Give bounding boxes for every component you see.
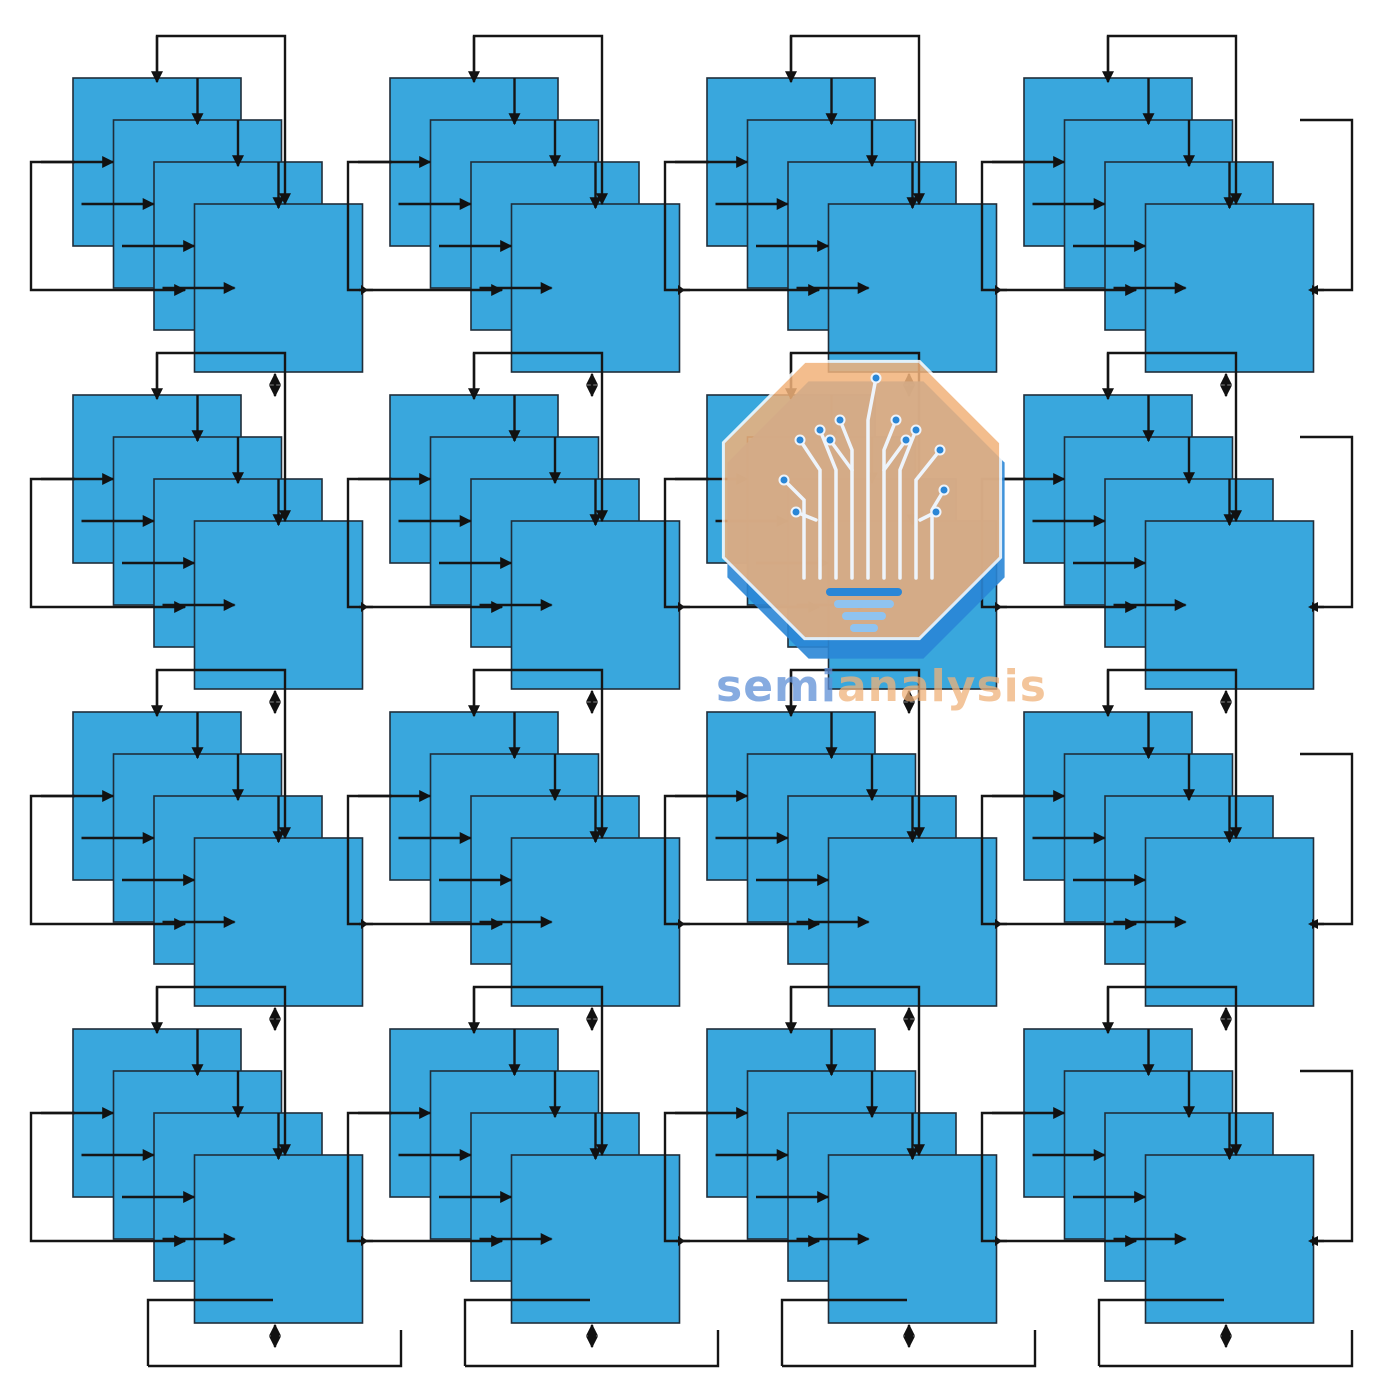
circuit-node (870, 372, 882, 384)
circuit-tree-lightbulb-icon (778, 372, 950, 632)
circuit-node (900, 434, 912, 446)
left-loop-link (29, 794, 187, 930)
node-stack-r4-c3 (706, 1028, 998, 1324)
stack-loop-link (1106, 34, 1242, 206)
circuit-trace (838, 418, 854, 580)
wrap-bottom-return (782, 1330, 1037, 1368)
node-stack-r1-c1 (72, 77, 364, 373)
left-loop-link (663, 794, 821, 930)
node-stack-r1-c4 (1023, 77, 1315, 373)
left-loop-link (346, 1111, 504, 1247)
connection-wires (29, 34, 1354, 1368)
left-loop-link (346, 477, 504, 613)
wrap-right-link (1300, 435, 1354, 609)
node-stack-r3-c3 (706, 711, 998, 1007)
watermark-badge (721, 359, 1005, 659)
wrap-up-arrow (904, 1326, 914, 1338)
node-stack-r3-c2 (389, 711, 681, 1007)
bulb-base-bar (826, 588, 902, 596)
wrap-right-link (1300, 1069, 1354, 1243)
stack-loop-link (472, 668, 608, 840)
circuit-node (824, 434, 836, 446)
wrap-bottom-return (148, 1330, 403, 1368)
circuit-node (910, 424, 922, 436)
stack-loop-link (789, 985, 925, 1157)
node-stack-r2-c2 (389, 394, 681, 690)
circuit-node (834, 414, 846, 426)
wrap-west-arrow (1308, 285, 1318, 295)
left-loop-link (29, 477, 187, 613)
wrap-right-link (1300, 752, 1354, 926)
circuit-node (794, 434, 806, 446)
circuit-node (790, 506, 802, 518)
circuit-node (778, 474, 790, 486)
wrap-bottom-return (465, 1330, 720, 1368)
node-stack-r3-c1 (72, 711, 364, 1007)
bulb-base-bar (842, 612, 886, 620)
node-stack-r1-c3 (706, 77, 998, 373)
circuit-trace (882, 438, 908, 472)
wrap-bottom-link (780, 1298, 907, 1366)
wrap-right-link (1300, 118, 1354, 292)
tile-stacks (72, 77, 1315, 1324)
wrap-up-arrow (587, 1326, 597, 1338)
circuit-node (890, 414, 902, 426)
node-stack-r4-c2 (389, 1028, 681, 1324)
circuit-node (814, 424, 826, 436)
stack-loop-link (155, 34, 291, 206)
circuit-trace (828, 438, 854, 472)
node-stack-r3-c4 (1023, 711, 1315, 1007)
left-loop-link (346, 160, 504, 296)
wrap-bottom-link (146, 1298, 273, 1366)
stack-loop-link (789, 668, 925, 840)
wrap-west-arrow (1308, 1236, 1318, 1246)
wrap-west-arrow (1308, 919, 1318, 929)
stack-loop-link (472, 351, 608, 523)
bulb-base-bar (834, 600, 894, 608)
circuit-node (934, 444, 946, 456)
wrap-up-arrow (1221, 1326, 1231, 1338)
wrap-bottom-return (1099, 1330, 1354, 1368)
left-loop-link (663, 477, 821, 613)
circuit-trace (866, 376, 878, 580)
circuit-node (938, 484, 950, 496)
left-loop-link (663, 1111, 821, 1247)
node-stack-r2-c4 (1023, 394, 1315, 690)
stack-loop-link (1106, 985, 1242, 1157)
stack-loop-link (155, 668, 291, 840)
wrap-up-arrow (270, 1326, 280, 1338)
circuit-trace (782, 478, 806, 580)
stack-loop-link (1106, 668, 1242, 840)
stack-loop-link (472, 34, 608, 206)
node-stack-r4-c1 (72, 1028, 364, 1324)
stack-loop-link (472, 985, 608, 1157)
stack-loop-link (155, 985, 291, 1157)
left-loop-link (29, 160, 187, 296)
badge-face (721, 359, 1003, 641)
left-loop-link (346, 794, 504, 930)
circuit-node (930, 506, 942, 518)
stack-loop-link (1106, 351, 1242, 523)
left-loop-link (980, 1111, 1138, 1247)
circuit-trace (818, 428, 838, 580)
left-loop-link (29, 1111, 187, 1247)
node-stack-r1-c2 (389, 77, 681, 373)
bulb-base-bar (850, 624, 878, 632)
wrap-bottom-link (1097, 1298, 1224, 1366)
left-loop-link (980, 160, 1138, 296)
wrap-bottom-link (463, 1298, 590, 1366)
circuit-trace (914, 448, 942, 580)
stack-loop-link (155, 351, 291, 523)
node-stack-r4-c4 (1023, 1028, 1315, 1324)
node-stack-r2-c1 (72, 394, 364, 690)
wrap-west-arrow (1308, 602, 1318, 612)
left-loop-link (980, 794, 1138, 930)
circuit-trace (898, 428, 918, 580)
circuit-trace (798, 438, 822, 580)
stack-loop-link (789, 34, 925, 206)
circuit-trace (882, 418, 898, 580)
left-loop-link (663, 160, 821, 296)
